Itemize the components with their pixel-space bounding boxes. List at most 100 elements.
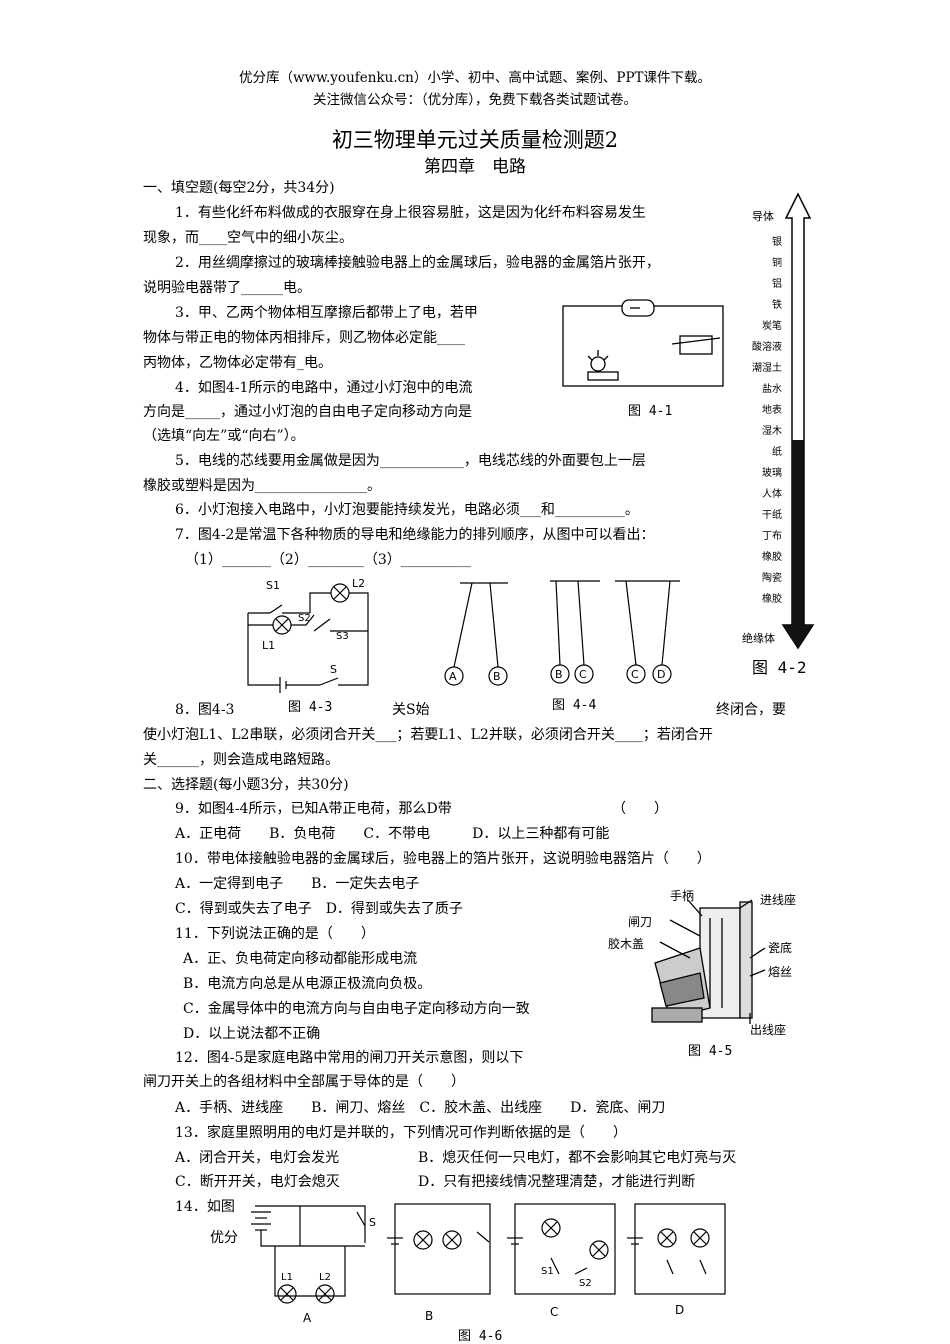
fig46-sub-label: D [675, 1303, 684, 1317]
figure-4-3-circuit: S1 L2 S2 S3 L1 S [247, 577, 369, 693]
q3-line-1: 3．甲、乙两个物体相互摩擦后都带上了电，若甲 [175, 305, 478, 321]
fig46-label-l1: L1 [281, 1272, 293, 1283]
q11-option-c: C．金属导体中的电流方向与自由电子定向移动方向一致 [183, 1001, 530, 1017]
q9-options: A．正电荷 B．负电荷 C．不带电 D．以上三种都有可能 [175, 826, 610, 842]
q11-option-d: D．以上说法都不正确 [183, 1026, 321, 1042]
fig43-label: S3 [336, 631, 349, 642]
fig44-ball-label: C [631, 668, 639, 681]
q8-line-1c: 终闭合，要 [716, 702, 786, 718]
fig46-label-s2: S2 [579, 1278, 592, 1289]
q8-line-3: 关______，则会造成电路短路。 [143, 752, 339, 768]
fig43-label: S2 [298, 613, 311, 624]
q9-bracket: （ ） [612, 801, 668, 817]
material-item: 陶瓷 [762, 573, 782, 584]
material-item: 酸溶液 [752, 342, 782, 353]
fig45-label-blade: 闸刀 [628, 915, 652, 929]
material-item: 丁布 [762, 531, 782, 542]
fig45-label-cover: 胶木盖 [608, 936, 644, 951]
q13-option-d: D．只有把接线情况整理清楚，才能进行判断 [418, 1174, 696, 1190]
fig43-label: L2 [352, 577, 365, 590]
q5-line-2: 橡胶或塑料是因为________________。 [143, 478, 381, 494]
q14-stem: 14．如图 [175, 1199, 235, 1215]
q1-line-2: 现象，而____空气中的细小灰尘。 [143, 230, 353, 246]
chapter-subtitle: 第四章 电路 [424, 157, 526, 177]
q8-line-2: 使小灯泡L1、L2串联，必须闭合开关___；若要L1、L2并联，必须闭合开关__… [143, 727, 713, 743]
figure-4-2-conductivity-scale: 导体 绝缘体 银 铜 铝 铁 炭笔 酸溶液 潮湿土 盐水 地表 湿木 纸 玻璃 … [740, 190, 825, 680]
figure-4-4-pith-balls: A B B C C D [444, 580, 680, 686]
fig45-label-outlet: 出线座 [750, 1022, 786, 1037]
material-item: 铝 [772, 279, 782, 290]
q7-line-1: 7．图4-2是常温下各种物质的导电和绝缘能力的排列顺序，从图中可以看出： [175, 527, 655, 543]
fig44-ball-label: B [493, 670, 501, 683]
q13-option-c: C．断开开关，电灯会熄灭 [175, 1174, 340, 1190]
material-item: 玻璃 [762, 468, 782, 479]
q12-line-2: 闸刀开关上的各组材料中全部属于导体的是（ ） [143, 1074, 465, 1090]
fig44-ball-label: A [449, 670, 457, 683]
q11-stem: 11．下列说法正确的是（ ） [175, 926, 375, 942]
fig46-sub-label: B [425, 1309, 433, 1323]
page-title: 初三物理单元过关质量检测题2 [331, 128, 619, 152]
material-item: 盐水 [762, 384, 782, 395]
fig44-ball-label: C [579, 668, 587, 681]
q6-line: 6．小灯泡接入电路中，小灯泡要能持续发光，电路必须___和__________。 [175, 502, 639, 518]
material-item: 银 [772, 237, 782, 248]
figure-4-5-knife-switch: 手柄 进线座 闸刀 胶木盖 瓷底 熔丝 出线座 [608, 889, 796, 1037]
q2-line-1: 2．用丝绸摩擦过的玻璃棒接触验电器上的金属球后，验电器的金属箔片张开， [175, 255, 660, 271]
figure-4-1-caption: 图 4-1 [628, 404, 673, 419]
section-1-heading: 一、填空题(每空2分，共34分) [143, 180, 335, 196]
material-item: 橡胶 [762, 552, 782, 563]
material-item: 铜 [772, 258, 782, 269]
fig45-label-handle: 手柄 [670, 889, 694, 903]
q8-line-1a: 8．图4-3 [175, 702, 235, 718]
material-item: 铁 [772, 300, 782, 311]
q13-stem: 13．家庭里照明用的电灯是并联的，下列情况可作判断依据的是（ ） [175, 1125, 627, 1141]
scale-bottom-label: 绝缘体 [742, 632, 775, 645]
q10-stem: 10．带电体接触验电器的金属球后，验电器上的箔片张开，这说明验电器箔片（ ） [175, 851, 711, 867]
fig45-label-base: 瓷底 [768, 940, 792, 955]
fig45-label-fuse: 熔丝 [768, 964, 792, 979]
fig44-ball-label: D [657, 668, 665, 681]
material-item: 纸 [772, 447, 782, 458]
fig43-label: S [330, 663, 337, 676]
q3-line-2: 物体与带正电的物体丙相排斥，则乙物体必定能____ [143, 330, 465, 346]
q7-line-2: （1）_______（2）________（3）__________ [185, 552, 471, 568]
material-list: 银 铜 铝 铁 炭笔 酸溶液 潮湿土 盐水 地表 湿木 纸 玻璃 人体 干纸 丁… [746, 232, 782, 610]
material-item: 潮湿土 [752, 363, 782, 374]
q4-line-1: 4．如图4-1所示的电路中，通过小灯泡中的电流 [175, 380, 473, 396]
fig46-label-s: S [369, 1216, 376, 1229]
header-line-2: 关注微信公众号：（优分库），免费下载各类试题试卷。 [313, 92, 637, 108]
fig46-label-l2: L2 [319, 1272, 331, 1283]
figure-4-6-caption: 图 4-6 [458, 1329, 503, 1344]
q12-options: A．手柄、进线座 B．闸刀、熔丝 C．胶木盖、出线座 D．瓷底、闸刀 [175, 1100, 666, 1116]
fig44-ball-label: B [555, 668, 563, 681]
q3-line-3: 丙物体，乙物体必定带有_电。 [143, 355, 332, 371]
material-item: 炭笔 [762, 321, 782, 332]
q4-line-2: 方向是_____，通过小灯泡的自由电子定向移动方向是 [143, 404, 472, 420]
q8-line-1b: 关S始 [392, 702, 430, 718]
figure-4-3-caption: 图 4-3 [288, 700, 333, 715]
figure-4-4-caption: 图 4-4 [552, 698, 597, 713]
figure-4-2-caption: 图 4-2 [752, 658, 807, 677]
material-item: 干纸 [762, 510, 782, 521]
figure-4-1-circuit [562, 299, 724, 387]
figure-4-6-circuits: S L1 L2 S1 S2 A B C D [251, 1203, 726, 1325]
material-item: 人体 [762, 489, 782, 500]
fig46-label-s1: S1 [541, 1266, 554, 1277]
material-item: 地表 [762, 405, 782, 416]
q12-line-1: 12．图4-5是家庭电路中常用的闸刀开关示意图，则以下 [175, 1050, 524, 1066]
q10-options-cd: C．得到或失去了电子 D．得到或失去了质子 [175, 901, 463, 917]
header-line-1: 优分库（www.youfenku.cn）小学、初中、高中试题、案例、PPT课件下… [238, 70, 712, 86]
q13-option-a: A．闭合开关，电灯会发光 [175, 1150, 340, 1166]
fig46-sub-label: C [550, 1305, 558, 1319]
q1-line-1: 1．有些化纤布料做成的衣服穿在身上很容易脏，这是因为化纤布料容易发生 [175, 205, 646, 221]
scale-top-label: 导体 [752, 210, 774, 223]
q13-option-b: B．熄灭任何一只电灯，都不会影响其它电灯亮与灭 [418, 1150, 737, 1166]
section-2-heading: 二、选择题(每小题3分，共30分) [143, 777, 349, 793]
q10-options-ab: A．一定得到电子 B．一定失去电子 [175, 876, 420, 892]
material-item: 湿木 [762, 426, 782, 437]
q11-option-b: B．电流方向总是从电源正极流向负极。 [183, 976, 432, 992]
q5-line-1: 5．电线的芯线要用金属做是因为____________，电线芯线的外面要包上一层 [175, 453, 646, 469]
fig43-label: L1 [262, 639, 275, 652]
q2-line-2: 说明验电器带了______电。 [143, 280, 311, 296]
q9-stem: 9．如图4-4所示，已知A带正电荷，那么D带 [175, 801, 452, 817]
